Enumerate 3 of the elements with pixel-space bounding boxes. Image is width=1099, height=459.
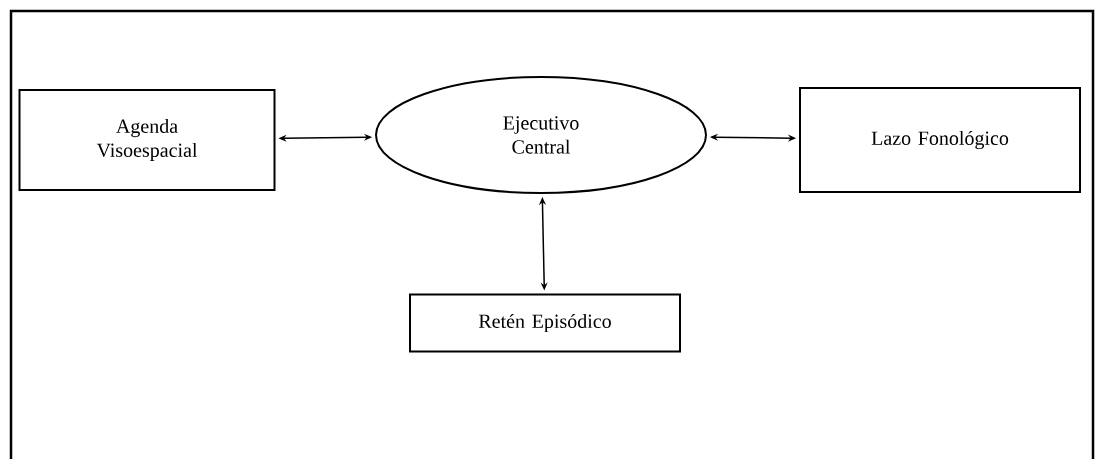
process-box: Retén Episódico xyxy=(409,293,681,353)
process-box: Lazo Fonológico xyxy=(799,87,1081,193)
process-box: Agenda Visoespacial xyxy=(18,89,276,191)
